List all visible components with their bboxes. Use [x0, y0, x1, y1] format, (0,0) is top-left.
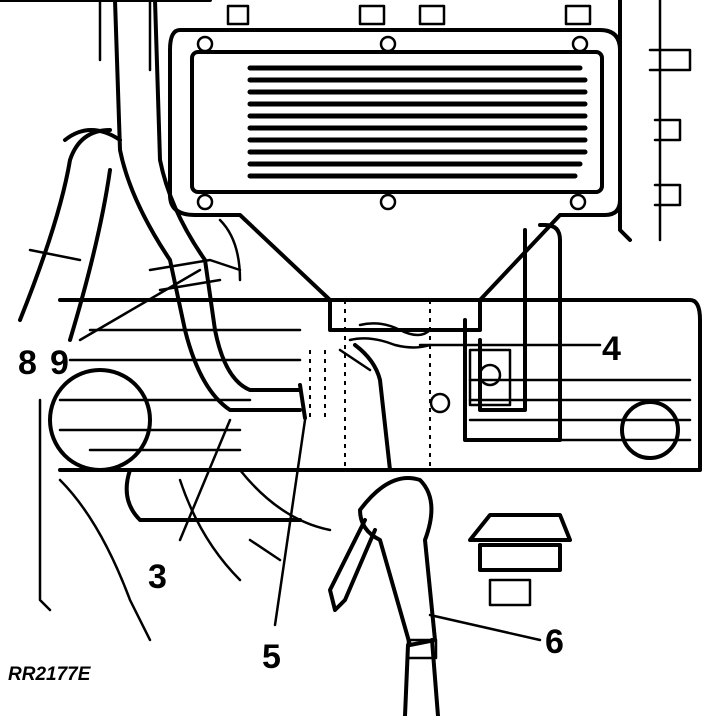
engine-mount [468, 513, 572, 607]
reference-code: RR2177E [8, 664, 91, 685]
cooler-fins [247, 65, 588, 179]
hidden-lines [309, 300, 431, 470]
left-hose [18, 128, 122, 342]
wiring [338, 322, 432, 472]
callout-4: 4 [602, 330, 621, 368]
cooler-plate [168, 28, 622, 332]
callout-6: 6 [545, 623, 564, 661]
callout-8: 8 [18, 344, 37, 382]
callout-5: 5 [262, 638, 281, 676]
callout-3: 3 [148, 558, 167, 596]
callout-9: 9 [50, 344, 69, 382]
top-bolts [226, 4, 592, 26]
engine-sump [48, 298, 702, 522]
filter-housing [463, 223, 562, 442]
lower-harness [38, 398, 332, 642]
leader-lines [78, 268, 602, 642]
pipes [113, 0, 307, 420]
grease-gun-tool [328, 476, 440, 716]
